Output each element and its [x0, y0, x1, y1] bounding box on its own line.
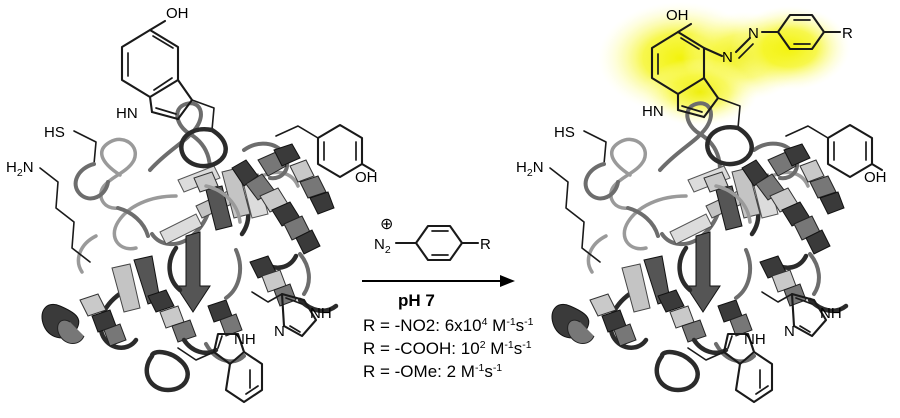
- label-lysine-amine: H2N: [6, 159, 34, 179]
- diazonium-reagent: ⊕ N2 R: [374, 216, 491, 262]
- label-azo-r-group: R: [842, 25, 853, 42]
- label-azo-hn: HN: [642, 103, 664, 120]
- kinetics-line-ome: R = -OMe: 2 M-1s-1: [363, 362, 502, 381]
- right-protein-helices: [551, 143, 845, 347]
- label-histidine-n: N: [274, 323, 285, 340]
- glow-lower: [642, 58, 758, 126]
- label-diazonium-n2: N2: [374, 236, 391, 256]
- label-product-lysine-amine: H2N: [516, 159, 544, 179]
- product-histidine: N NH: [761, 291, 842, 340]
- label-tryptophan-nh: NH: [234, 331, 256, 348]
- reactant-tyrosine: OH: [275, 123, 378, 186]
- label-reagent-r-group: R: [480, 236, 491, 253]
- label-diazonium-charge: ⊕: [380, 216, 393, 233]
- reactant-cysteine: HS: [44, 124, 110, 201]
- label-cysteine-thiol: HS: [44, 124, 65, 141]
- reactant-hydroxytryptophan: OH HN: [116, 5, 228, 169]
- label-product-histidine-nh: NH: [820, 305, 842, 322]
- label-product-tyrosine-oh: OH: [864, 169, 887, 186]
- product-lysine: H2N: [516, 159, 601, 263]
- label-tyrosine-oh: OH: [355, 169, 378, 186]
- kinetics-line-no2: R = -NO2: 6x104 M-1s-1: [363, 316, 534, 335]
- reactant-histidine: N NH: [251, 291, 332, 340]
- product-azo-hydroxytryptophan: OH HN N N R: [642, 7, 853, 167]
- label-hydroxytryptophan-oh: OH: [166, 5, 189, 22]
- product-tyrosine: OH: [785, 123, 887, 186]
- reaction-arrow: [362, 275, 515, 287]
- label-histidine-nh: NH: [310, 305, 332, 322]
- left-protein-coil-strands: [116, 184, 311, 355]
- label-azo-oh: OH: [666, 7, 689, 24]
- reactant-tryptophan: NH: [177, 331, 264, 404]
- left-protein-helices: [41, 143, 335, 347]
- kinetics-line-cooh: R = -COOH: 102 M-1s-1: [363, 339, 532, 358]
- product-cysteine: HS: [554, 124, 620, 201]
- product-tryptophan: NH: [687, 331, 774, 404]
- label-azo-n2: N: [748, 25, 759, 42]
- label-product-cysteine-thiol: HS: [554, 124, 575, 141]
- label-azo-n1: N: [722, 49, 733, 66]
- label-product-histidine-n: N: [784, 323, 795, 340]
- reactant-lysine: H2N: [6, 159, 91, 263]
- label-hydroxytryptophan-hn: HN: [116, 105, 138, 122]
- label-ph: pH 7: [398, 291, 435, 310]
- label-product-tryptophan-nh: NH: [744, 331, 766, 348]
